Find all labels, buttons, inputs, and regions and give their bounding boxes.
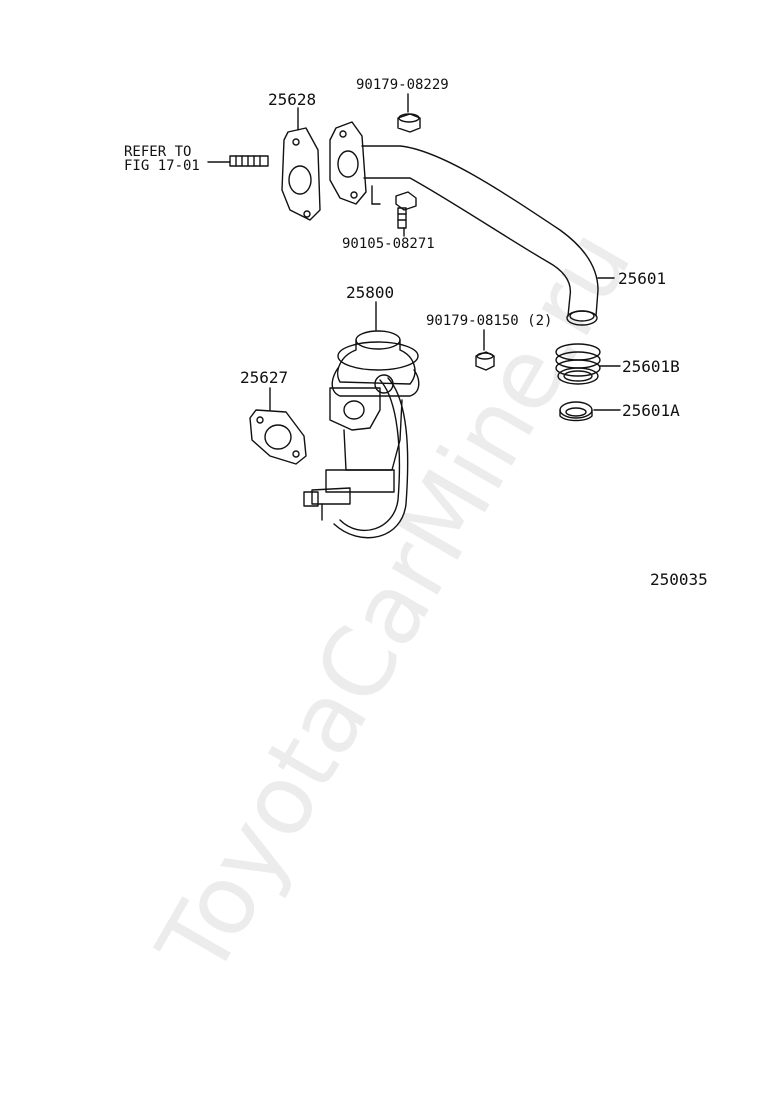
egr-pipe-icon [361,145,615,326]
label-pipe: 25601 [618,269,667,288]
pipe-flange-icon [329,121,367,205]
label-valve: 25800 [346,283,395,302]
label-nut-pair: 90179-08150 (2) [426,313,553,329]
bolt-lower-icon [395,191,417,237]
nut-pair-icon [475,329,495,371]
label-seal-a: 25601A [622,401,680,420]
label-bolt-lower: 90105-08271 [342,236,435,252]
stud-bolt-icon [207,155,269,167]
label-seal-b: 25601B [622,357,680,376]
nut-upper-icon [397,93,421,133]
seal-b-icon [555,343,621,385]
gasket-lower-icon [249,387,307,465]
gasket-upper-icon [281,107,321,221]
reference-line-2: FIG 17-01 [124,158,200,174]
reference-line-1: REFER TO [124,144,192,160]
seal-a-icon [559,401,621,422]
figure-code: 250035 [650,570,708,589]
label-gasket-lower: 25627 [240,368,289,387]
label-bolt-upper: 90179-08229 [356,77,449,93]
label-gasket-upper: 25628 [268,90,317,109]
egr-valve-icon [303,301,420,539]
